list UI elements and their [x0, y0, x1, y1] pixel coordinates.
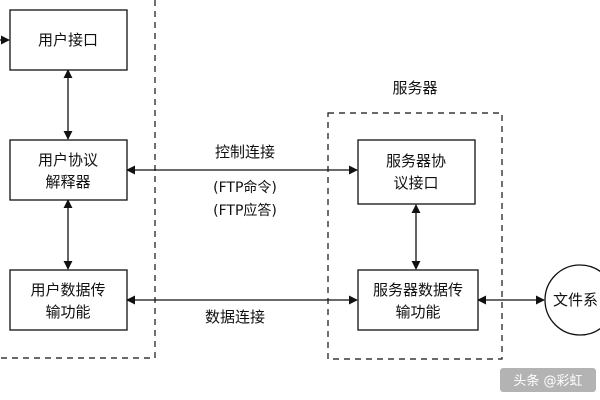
server-dtp-label-line1: 服务器数据传: [373, 281, 463, 299]
server-protocol-interface-box: [357, 139, 476, 205]
server-dtp-label-line2: 输功能: [395, 303, 440, 321]
server-pi-label-line1: 服务器协: [386, 152, 446, 170]
control-connection-label: 控制连接: [215, 143, 275, 161]
user-pi-label-line2: 解释器: [45, 173, 90, 191]
watermark-text: 头条 @彩虹: [513, 373, 582, 389]
user-data-transfer-box: [9, 269, 128, 331]
server-pi-label-line2: 议接口: [393, 174, 438, 192]
ftp-reply-label: (FTP应答): [213, 202, 277, 219]
user-interface-box: [9, 9, 128, 71]
client-boundary: [0, 0, 156, 359]
server-title: 服务器: [392, 79, 437, 97]
server-boundary: [327, 112, 503, 360]
filesystem-label: 文件系: [553, 291, 598, 309]
ftp-command-label: (FTP命令): [213, 179, 277, 196]
user-interface-label: 用户接口: [38, 31, 98, 49]
user-dtp-label-line1: 用户数据传: [30, 281, 105, 299]
server-data-transfer-box: [357, 269, 479, 331]
user-pi-label-line1: 用户协议: [38, 151, 98, 169]
user-dtp-label-line2: 输功能: [45, 303, 90, 321]
data-connection-label: 数据连接: [205, 308, 265, 326]
user-protocol-interpreter-box: [9, 139, 128, 201]
watermark-badge: [500, 368, 596, 392]
filesystem-circle: [544, 264, 600, 336]
